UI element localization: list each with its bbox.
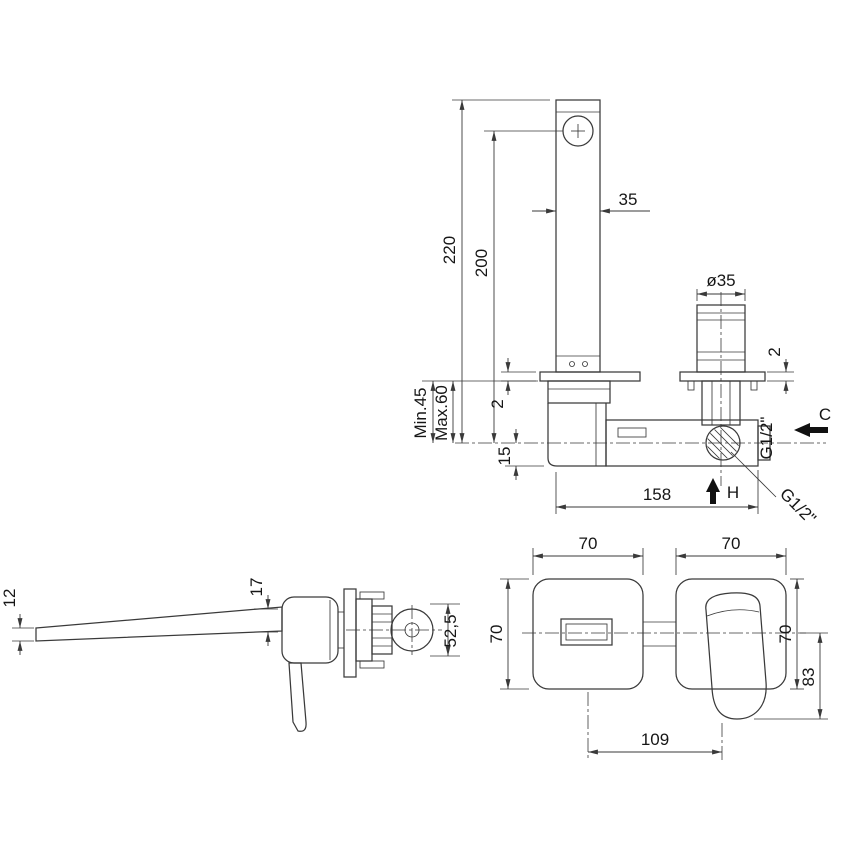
side-view: 35 220 200 Min.45 Max.60 2 [411, 99, 831, 528]
dim-right-plate-width: 70 [675, 534, 787, 575]
bottom-inlet-callout: G1/2" [730, 451, 820, 528]
dim-label-109: 109 [641, 730, 669, 749]
dim-label-dia35: ø35 [706, 271, 735, 290]
dim-lever-tip: 12 [0, 589, 34, 655]
dim-label-70-left: 70 [487, 625, 506, 644]
wall-plate-left [539, 371, 641, 382]
dim-label-83: 83 [799, 668, 818, 687]
dim-plate-spacing: 109 [587, 692, 723, 760]
dim-label-70-right: 70 [776, 625, 795, 644]
dim-plate-thickness-right: 2 [765, 347, 794, 394]
dim-right-plate-height: 70 [776, 578, 804, 690]
dim-label-15: 15 [495, 447, 514, 466]
dim-label-52-5: 52,5 [441, 614, 460, 647]
dim-label-220: 220 [440, 236, 459, 264]
spout-plate-front [532, 578, 644, 690]
cold-inlet-arrow: C [794, 405, 831, 437]
handle-front [705, 592, 767, 720]
escutcheon-section [343, 588, 357, 678]
screw [687, 380, 695, 391]
dim-lever-hub: 17 [247, 578, 278, 646]
dim-embedding-depth: Min.45 Max.60 [411, 380, 538, 443]
elbow-outline [547, 403, 607, 467]
dim-handle-height: 83 [754, 632, 828, 720]
handle-plate-front [675, 578, 787, 690]
arrow-left-icon [794, 423, 810, 437]
dim-spout-width: 35 [532, 190, 650, 214]
screw-circle [569, 361, 575, 367]
label-inlet-side-g12: G1/2" [757, 417, 776, 460]
dim-label-2-left: 2 [488, 399, 507, 408]
dim-spout-height: 200 [472, 130, 563, 443]
lever-drop-blade [288, 662, 307, 732]
connection-nut [547, 380, 611, 404]
screw [750, 380, 758, 391]
hot-inlet-arrow: H [706, 478, 739, 504]
dim-label-12: 12 [0, 589, 19, 608]
wall-plate-right [679, 371, 766, 382]
label-cold: C [819, 405, 831, 424]
body-detail [617, 427, 647, 438]
spout-elbow [547, 380, 611, 467]
label-hot: H [727, 483, 739, 502]
screw [359, 660, 385, 669]
spout-outlet-inner [565, 623, 608, 641]
lever-hub [281, 596, 339, 664]
dim-label-200: 200 [472, 249, 491, 277]
dim-label-158: 158 [643, 485, 671, 504]
lever-blade [35, 606, 283, 642]
label-inlet-bottom-g12: G1/2" [776, 484, 820, 528]
cartridge-column [679, 304, 766, 426]
dim-body-length: 158 [555, 470, 759, 514]
spout-outlet-outer [560, 618, 613, 646]
screw [359, 591, 385, 600]
arrow-up-icon [706, 478, 720, 492]
dim-label-70-top-right: 70 [722, 534, 741, 553]
screw-circle [582, 361, 588, 367]
dim-cartridge-diameter: ø35 [696, 271, 746, 301]
dim-left-plate-width: 70 [532, 534, 644, 575]
spout-column [555, 99, 601, 373]
dim-left-plate-height: 70 [487, 578, 529, 690]
dim-body-height: 52,5 [430, 603, 460, 657]
dim-total-height: 220 [440, 99, 550, 443]
dim-label-17: 17 [247, 578, 266, 597]
arrow-tail [810, 427, 828, 433]
dim-label-35: 35 [619, 190, 638, 209]
dim-label-max60: Max.60 [432, 385, 451, 441]
dim-label-70-top-left: 70 [579, 534, 598, 553]
arrow-tail [710, 492, 716, 504]
dim-offset-15: 15 [495, 429, 544, 480]
dim-label-2-right: 2 [765, 347, 784, 356]
dim-plate-thickness-left: 2 [488, 358, 536, 409]
spout-body [555, 99, 601, 373]
dim-label-min45: Min.45 [411, 387, 430, 438]
lever-view: 12 17 52,5 [0, 578, 460, 732]
handle-seam [706, 609, 760, 617]
front-view: 70 70 70 70 83 [487, 534, 828, 760]
